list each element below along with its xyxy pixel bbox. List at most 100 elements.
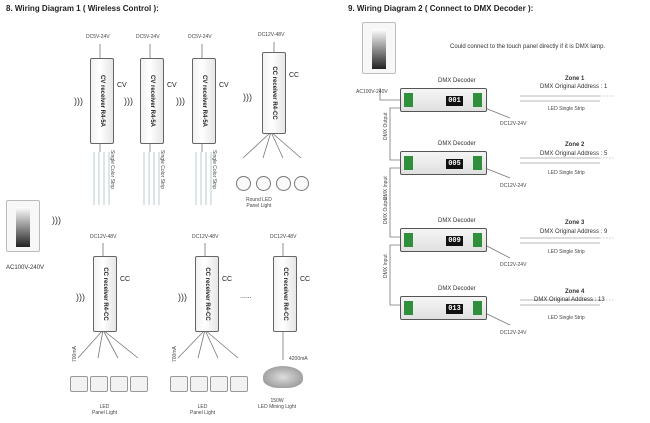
- supply-label: DC12V-48V: [258, 32, 285, 38]
- zone-address: DMX Original Address : 13: [534, 297, 605, 303]
- dmx-note: Could connect to the touch panel directl…: [450, 44, 606, 50]
- receiver-tag: CV: [167, 82, 177, 89]
- round-led-panel: [256, 176, 271, 191]
- touch-panel: [6, 200, 40, 252]
- cv-receiver: CV receiver R4-5A: [140, 58, 164, 144]
- current-label: 4200mA: [289, 356, 308, 362]
- zone-address: DMX Original Address : 9: [540, 229, 608, 235]
- dmx-decoder: 001: [400, 88, 487, 112]
- cc-receiver: CC receiver R4-CC: [195, 256, 219, 332]
- decoder-power: DC12V-24V: [500, 330, 527, 336]
- led-panel: [90, 376, 108, 392]
- dmx-output-label: DMX Output: [383, 112, 389, 140]
- receiver-tag: CC: [289, 72, 300, 79]
- receiver-tag: CV: [219, 82, 229, 89]
- output-terminal: [473, 156, 482, 170]
- wireless-signal-icon: ))): [243, 92, 252, 102]
- wireless-signal-icon: ))): [178, 292, 187, 302]
- panel-voltage: AC100V-240V: [6, 265, 45, 271]
- load-label: Round LED Panel Light: [246, 197, 272, 209]
- receiver-tag: CV: [117, 82, 127, 89]
- decoder-power: DC12V-24V: [500, 183, 527, 189]
- round-led-panel: [294, 176, 309, 191]
- dmx-decoder: 009: [400, 228, 487, 252]
- strip-label: LED Single Strip: [548, 170, 585, 176]
- led-panel: [210, 376, 228, 392]
- address-display: 005: [446, 159, 463, 169]
- strip-label: LED Single Strip: [548, 106, 585, 112]
- address-display: 001: [446, 96, 463, 106]
- cv-receiver: CV receiver R4-5A: [192, 58, 216, 144]
- wireless-signal-icon: ))): [52, 215, 61, 225]
- zone-name: Zone 1: [565, 76, 585, 82]
- round-led-panel: [276, 176, 291, 191]
- strip-label: Single Color Strip: [159, 150, 165, 189]
- strip-label: LED Single Strip: [548, 249, 585, 255]
- mining-light: [263, 366, 303, 388]
- round-led-panel: [236, 176, 251, 191]
- cv-receiver: CV receiver R4-5A: [90, 58, 114, 144]
- decoder-label: DMX Decoder: [438, 286, 476, 292]
- wiring-diagram-1-heading: 8. Wiring Diagram 1 ( Wireless Control )…: [6, 4, 159, 13]
- supply-label: DC12V-48V: [192, 234, 219, 240]
- decoder-power: DC12V-24V: [500, 121, 527, 127]
- decoder-power: DC12V-24V: [500, 262, 527, 268]
- output-terminal: [473, 93, 482, 107]
- dmx-output-label: DMX Output: [383, 196, 389, 224]
- supply-label: DC5V-24V: [188, 34, 212, 40]
- cc-receiver: CC receiver R4-CC: [262, 52, 286, 134]
- zone-address: DMX Original Address : 1: [540, 84, 608, 90]
- wiring-diagram-2-heading: 9. Wiring Diagram 2 ( Connect to DMX Dec…: [348, 4, 534, 13]
- supply-label: DC12V-48V: [90, 234, 117, 240]
- cc-receiver: CC receiver R4-CC: [273, 256, 297, 332]
- input-terminal: [404, 156, 413, 170]
- strip-label: Single Color Strip: [109, 150, 115, 189]
- decoder-label: DMX Decoder: [438, 218, 476, 224]
- supply-label: DC5V-24V: [86, 34, 110, 40]
- current-label: 700mA: [172, 346, 178, 362]
- cc-receiver: CC receiver R4-CC: [93, 256, 117, 332]
- touch-slider: [16, 207, 30, 247]
- decoder-label: DMX Decoder: [438, 141, 476, 147]
- load-label: 150W LED Mining Light: [258, 398, 297, 410]
- address-display: 013: [446, 304, 463, 314]
- strip-label: LED Single Strip: [548, 315, 585, 321]
- wireless-signal-icon: ))): [74, 96, 83, 106]
- led-panel: [70, 376, 88, 392]
- load-label: LED Panel Light: [92, 404, 118, 416]
- supply-label: DC12V-48V: [270, 234, 297, 240]
- zone-name: Zone 3: [565, 220, 585, 226]
- receiver-tag: CC: [222, 276, 233, 283]
- dmx-decoder: 005: [400, 151, 487, 175]
- dmx-touch-panel: [362, 22, 396, 74]
- led-panel: [130, 376, 148, 392]
- dmx-decoder: 013: [400, 296, 487, 320]
- zone-name: Zone 4: [565, 289, 585, 295]
- panel-voltage: AC100V-240V: [356, 89, 388, 95]
- more-units-dots: ......: [240, 293, 252, 300]
- led-panel: [110, 376, 128, 392]
- input-terminal: [404, 93, 413, 107]
- input-terminal: [404, 301, 413, 315]
- led-panel: [190, 376, 208, 392]
- wireless-signal-icon: ))): [76, 292, 85, 302]
- load-label: LED Panel Light: [190, 404, 216, 416]
- output-terminal: [473, 301, 482, 315]
- touch-slider: [372, 29, 386, 69]
- led-panel: [170, 376, 188, 392]
- supply-label: DC5V-24V: [136, 34, 160, 40]
- receiver-tag: CC: [300, 276, 311, 283]
- strip-label: Single Color Strip: [211, 150, 217, 189]
- output-terminal: [473, 233, 482, 247]
- input-terminal: [404, 233, 413, 247]
- wireless-signal-icon: ))): [124, 96, 133, 106]
- led-panel: [230, 376, 248, 392]
- zone-name: Zone 2: [565, 142, 585, 148]
- address-display: 009: [446, 236, 463, 246]
- dmx-input-label: DMX Input: [383, 254, 389, 278]
- wireless-signal-icon: ))): [176, 96, 185, 106]
- decoder-label: DMX Decoder: [438, 78, 476, 84]
- current-label: 700mA: [72, 346, 78, 362]
- zone-address: DMX Original Address : 5: [540, 151, 608, 157]
